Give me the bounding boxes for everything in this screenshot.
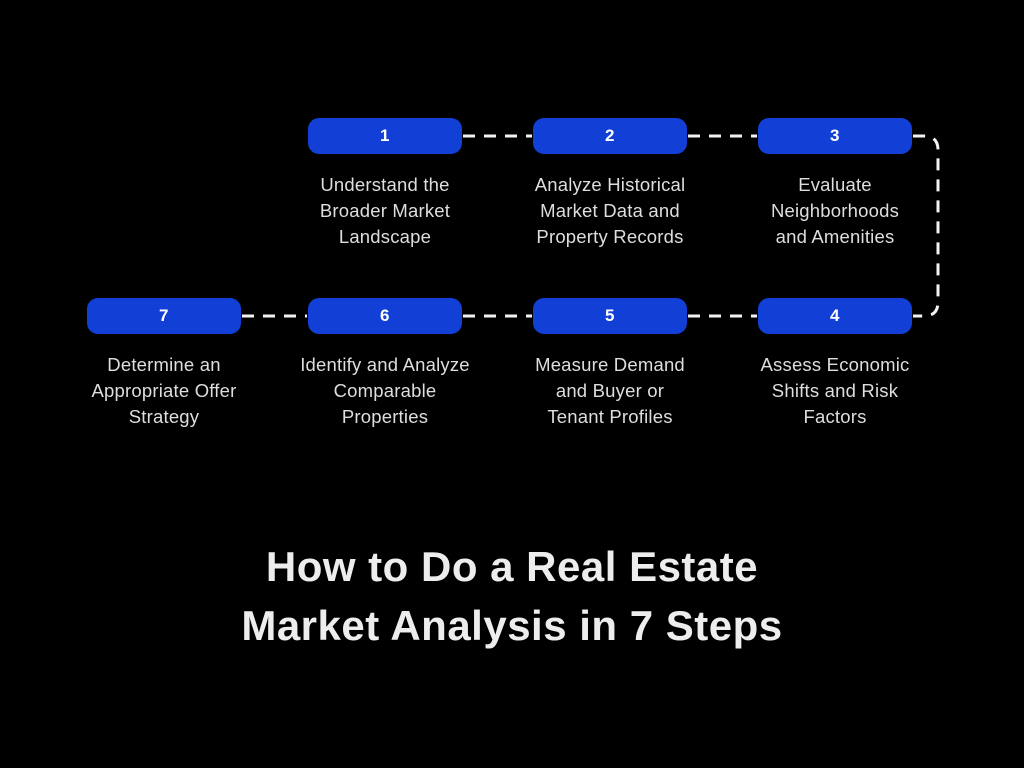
step-1-pill: 1 bbox=[308, 118, 462, 154]
step-7-label: Determine an Appropriate Offer Strategy bbox=[91, 354, 237, 427]
step-6-pill: 6 bbox=[308, 298, 462, 334]
step-7-number: 7 bbox=[159, 306, 169, 325]
step-5-pill: 5 bbox=[533, 298, 687, 334]
step-2-number: 2 bbox=[605, 126, 615, 145]
step-6-number: 6 bbox=[380, 306, 390, 325]
step-1-number: 1 bbox=[380, 126, 390, 145]
step-4-number: 4 bbox=[830, 306, 840, 325]
page-title-line1: How to Do a Real Estate bbox=[265, 543, 759, 590]
step-2-label: Analyze Historical Market Data and Prope… bbox=[534, 174, 686, 247]
step-3-number: 3 bbox=[830, 126, 840, 145]
step-3-label: Evaluate Neighborhoods and Amenities bbox=[770, 174, 900, 247]
step-6-label: Identify and Analyze Comparable Properti… bbox=[300, 354, 470, 427]
step-2-pill: 2 bbox=[533, 118, 687, 154]
step-4-label: Assess Economic Shifts and Risk Factors bbox=[760, 354, 910, 427]
step-5-number: 5 bbox=[605, 306, 615, 325]
step-4-pill: 4 bbox=[758, 298, 912, 334]
step-3-pill: 3 bbox=[758, 118, 912, 154]
page-title-line2: Market Analysis in 7 Steps bbox=[241, 602, 783, 649]
step-7-pill: 7 bbox=[87, 298, 241, 334]
page-title: How to Do a Real Estate Market Analysis … bbox=[0, 537, 1024, 655]
step-5-label: Measure Demand and Buyer or Tenant Profi… bbox=[535, 354, 685, 427]
step-1-label: Understand the Broader Market Landscape bbox=[319, 174, 451, 247]
